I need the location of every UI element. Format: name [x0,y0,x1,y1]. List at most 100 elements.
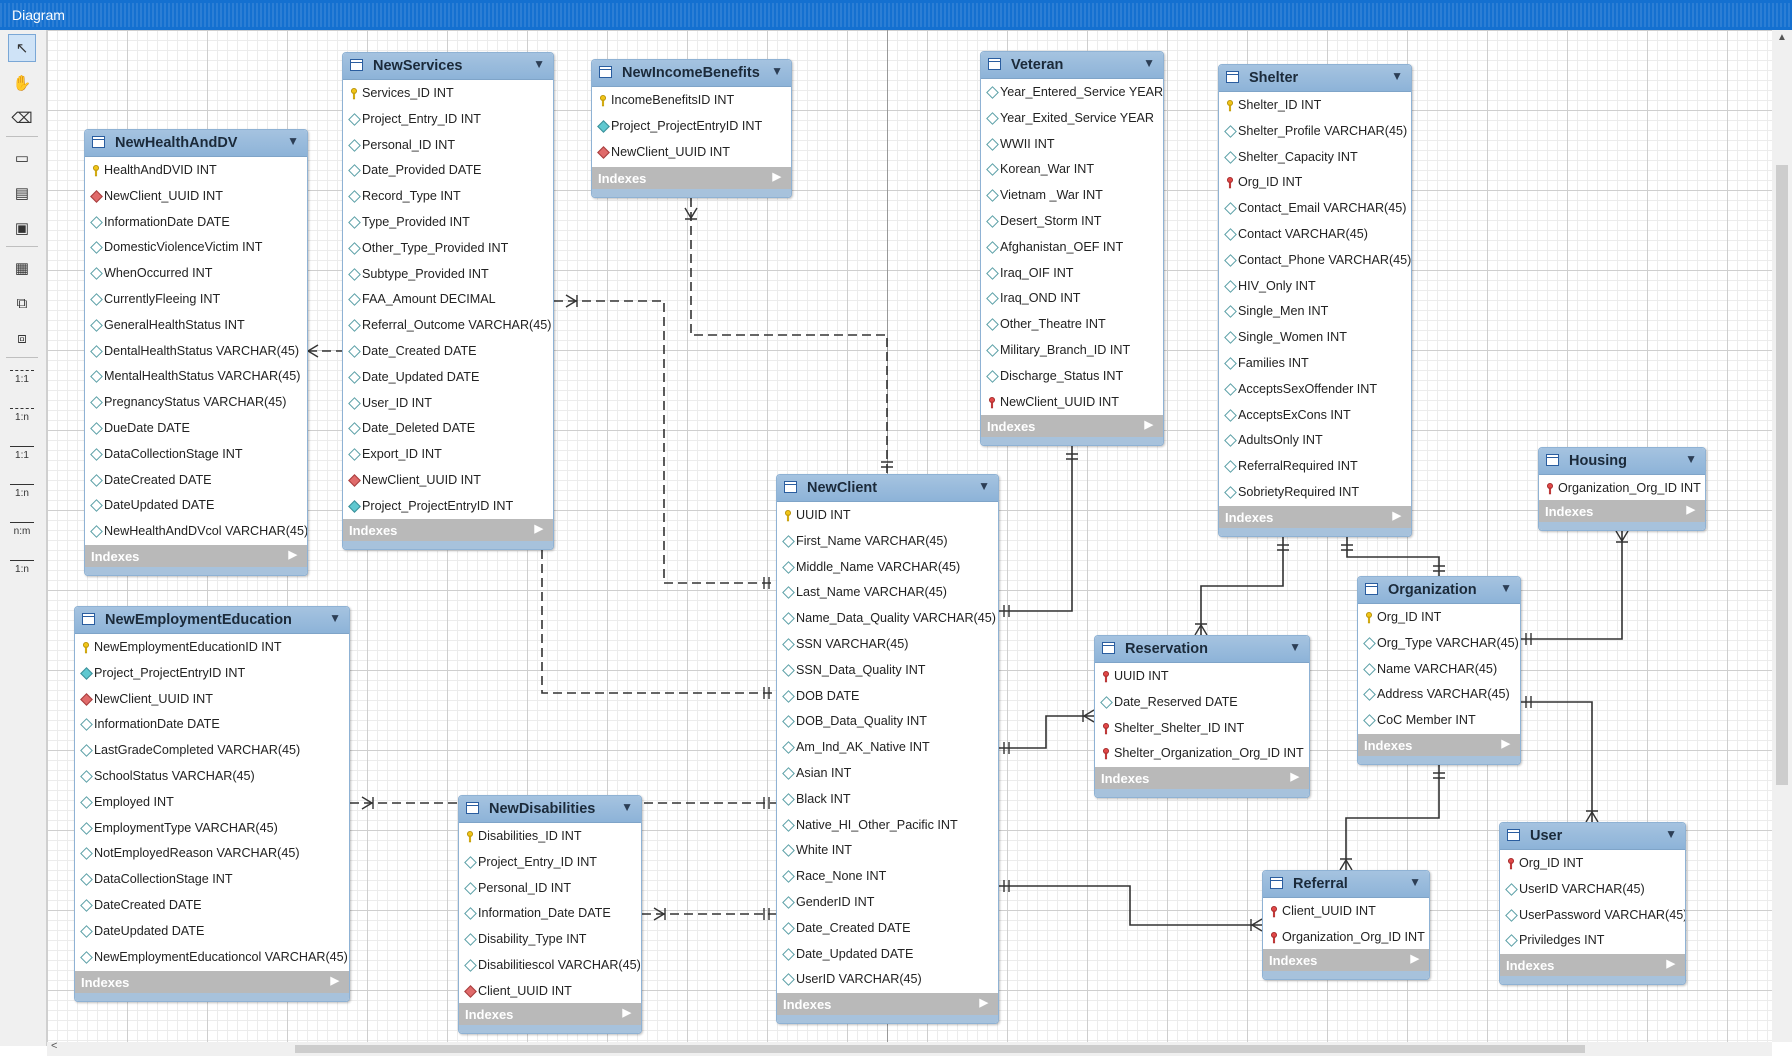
indexes-section[interactable]: Indexes▶ [1358,734,1520,756]
collapse-arrow-icon[interactable]: ▼ [1289,640,1301,654]
column-row[interactable]: Single_Women INT [1219,325,1411,351]
column-row[interactable]: Date_Provided DATE [343,158,553,184]
collapse-arrow-icon[interactable]: ▼ [1685,452,1697,466]
table-header[interactable]: NewHealthAndDV▼ [85,130,307,157]
vertical-scrollbar[interactable]: ▲ [1772,30,1792,1042]
table-header[interactable]: NewDisabilities▼ [459,796,641,823]
column-row[interactable]: DateUpdated DATE [75,919,349,945]
column-row[interactable]: White INT [777,838,998,864]
column-row[interactable]: Other_Type_Provided INT [343,236,553,262]
table-header[interactable]: Housing▼ [1539,448,1705,475]
indexes-section[interactable]: Indexes▶ [777,993,998,1015]
indexes-section[interactable]: Indexes▶ [85,545,307,567]
column-row[interactable]: Military_Branch_ID INT [981,338,1163,364]
column-row[interactable]: Name_Data_Quality VARCHAR(45) [777,606,998,632]
column-row[interactable]: NewClient_UUID INT [85,184,307,210]
column-row[interactable]: FAA_Amount DECIMAL [343,287,553,313]
column-row[interactable]: Date_Updated DATE [343,365,553,391]
column-row[interactable]: Subtype_Provided INT [343,262,553,288]
expand-arrow-icon[interactable]: ▶ [1686,504,1695,516]
column-row[interactable]: InformationDate DATE [85,210,307,236]
column-row[interactable]: NewHealthAndDVcol VARCHAR(45) [85,519,307,545]
column-row[interactable]: UserPassword VARCHAR(45) [1500,903,1685,929]
vertical-scroll-thumb[interactable] [1776,165,1788,785]
column-row[interactable]: SSN VARCHAR(45) [777,632,998,658]
indexes-section[interactable]: Indexes▶ [1539,500,1705,522]
column-row[interactable]: Year_Exited_Service YEAR [981,106,1163,132]
rel-n-m[interactable]: n:m [8,515,36,543]
table-newemploymenteducation[interactable]: NewEmploymentEducation▼NewEmploymentEduc… [74,606,350,1002]
horizontal-scroll-thumb[interactable] [295,1045,1585,1053]
table-tool[interactable]: ▦ [8,254,36,282]
column-row[interactable]: AdultsOnly INT [1219,428,1411,454]
column-row[interactable]: Contact_Phone VARCHAR(45) [1219,248,1411,274]
column-row[interactable]: DueDate DATE [85,416,307,442]
column-row[interactable]: PregnancyStatus VARCHAR(45) [85,390,307,416]
column-row[interactable]: Services_ID INT [343,81,553,107]
column-row[interactable]: Personal_ID INT [343,133,553,159]
column-row[interactable]: DentalHealthStatus VARCHAR(45) [85,339,307,365]
collapse-arrow-icon[interactable]: ▼ [1143,56,1155,70]
hand-tool[interactable]: ✋ [8,69,36,97]
column-row[interactable]: NewClient_UUID INT [343,468,553,494]
column-row[interactable]: Type_Provided INT [343,210,553,236]
rel-1-n-id[interactable]: 1:n [8,477,36,505]
column-row[interactable]: Shelter_Shelter_ID INT [1095,716,1309,742]
indexes-section[interactable]: Indexes▶ [459,1003,641,1025]
column-row[interactable]: Export_ID INT [343,442,553,468]
expand-arrow-icon[interactable]: ▶ [1410,953,1419,965]
column-row[interactable]: EmploymentType VARCHAR(45) [75,816,349,842]
column-row[interactable]: Disabilitiescol VARCHAR(45) [459,953,641,979]
column-row[interactable]: First_Name VARCHAR(45) [777,529,998,555]
column-row[interactable]: Korean_War INT [981,157,1163,183]
table-header[interactable]: User▼ [1500,823,1685,850]
column-row[interactable]: Year_Entered_Service YEAR [981,80,1163,106]
rel-shelter-organization[interactable] [1346,537,1440,576]
column-row[interactable]: Shelter_Capacity INT [1219,145,1411,171]
column-row[interactable]: Date_Deleted DATE [343,416,553,442]
column-row[interactable]: Shelter_Profile VARCHAR(45) [1219,119,1411,145]
column-row[interactable]: Other_Theatre INT [981,312,1163,338]
column-row[interactable]: Project_ProjectEntryID INT [592,114,791,140]
column-row[interactable]: Client_UUID INT [1263,899,1429,925]
expand-arrow-icon[interactable]: ▶ [1666,958,1675,970]
column-row[interactable]: Client_UUID INT [459,979,641,1005]
column-row[interactable]: UserID VARCHAR(45) [1500,877,1685,903]
column-row[interactable]: AcceptsSexOffender INT [1219,377,1411,403]
column-row[interactable]: UUID INT [777,503,998,529]
column-row[interactable]: DataCollectionStage INT [85,442,307,468]
rel-1-1-id[interactable]: 1:1 [8,439,36,467]
column-row[interactable]: Native_HI_Other_Pacific INT [777,813,998,839]
column-row[interactable]: Record_Type INT [343,184,553,210]
column-row[interactable]: NewClient_UUID INT [592,140,791,166]
column-row[interactable]: NewEmploymentEducationcol VARCHAR(45) [75,945,349,971]
column-row[interactable]: Date_Created DATE [343,339,553,365]
column-row[interactable]: DOB DATE [777,684,998,710]
column-row[interactable]: UserID VARCHAR(45) [777,967,998,993]
indexes-section[interactable]: Indexes▶ [981,415,1163,437]
column-row[interactable]: UUID INT [1095,664,1309,690]
column-row[interactable]: Information_Date DATE [459,901,641,927]
column-row[interactable]: Date_Updated DATE [777,942,998,968]
indexes-section[interactable]: Indexes▶ [1095,767,1309,789]
table-header[interactable]: Reservation▼ [1095,636,1309,663]
column-row[interactable]: Date_Created DATE [777,916,998,942]
collapse-arrow-icon[interactable]: ▼ [621,800,633,814]
table-header[interactable]: Veteran▼ [981,52,1163,79]
column-row[interactable]: Date_Reserved DATE [1095,690,1309,716]
column-row[interactable]: Iraq_OND INT [981,286,1163,312]
rel-client-reservation[interactable] [999,715,1094,749]
column-row[interactable]: Project_Entry_ID INT [343,107,553,133]
indexes-section[interactable]: Indexes▶ [1500,954,1685,976]
column-row[interactable]: WhenOccurred INT [85,261,307,287]
routine-tool[interactable]: ⧈ [8,324,36,352]
indexes-section[interactable]: Indexes▶ [1263,949,1429,971]
column-row[interactable]: MentalHealthStatus VARCHAR(45) [85,364,307,390]
table-header[interactable]: NewClient▼ [777,475,998,502]
expand-arrow-icon[interactable]: ▶ [1501,738,1510,750]
rel-organization-referral[interactable] [1345,765,1440,870]
